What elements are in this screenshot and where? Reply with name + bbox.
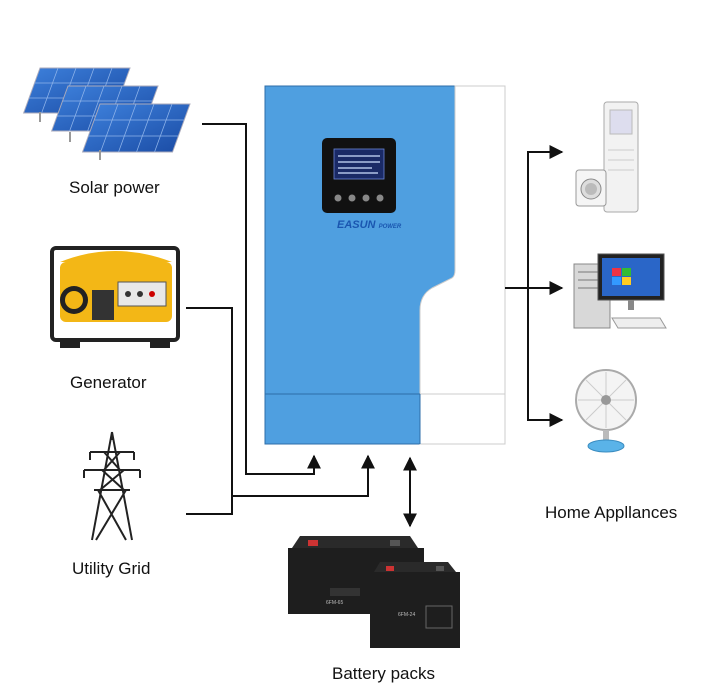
battery-model-label-b: 6FM-24 bbox=[398, 612, 416, 618]
inverter-button bbox=[376, 194, 384, 202]
utility-grid-label: Utility Grid bbox=[72, 559, 151, 578]
battery-packs-label: Battery packs bbox=[332, 664, 435, 683]
solar-power-label: Solar power bbox=[69, 178, 160, 197]
home-appliances-label: Home Appllances bbox=[545, 503, 678, 522]
inverter-unit bbox=[264, 85, 506, 445]
inverter-brand-logo: EASUN POWER bbox=[337, 219, 401, 231]
inverter-white-panel bbox=[419, 85, 506, 445]
inverter-button bbox=[362, 194, 370, 202]
grid-wire bbox=[186, 496, 233, 515]
air-conditioner-washer-icon bbox=[575, 101, 639, 213]
inverter-button bbox=[348, 194, 356, 202]
output-wire-fan bbox=[527, 288, 564, 427]
inverter-brand: EASUN bbox=[337, 219, 376, 231]
wiring bbox=[186, 123, 564, 528]
transmission-tower-icon bbox=[83, 431, 141, 541]
inverter-brand-sub: POWER bbox=[378, 224, 402, 230]
output-wire bbox=[505, 145, 564, 289]
desktop-computer-icon bbox=[573, 253, 667, 329]
generator-icon bbox=[50, 246, 180, 348]
solar-panels-icon bbox=[22, 67, 191, 160]
battery-pack-small bbox=[370, 562, 460, 648]
solar-wire bbox=[202, 123, 321, 475]
generator-label: Generator bbox=[70, 373, 147, 392]
inverter-button bbox=[334, 194, 342, 202]
battery-model-label-a: 6FM-65 bbox=[326, 600, 344, 606]
electric-fan-icon bbox=[575, 369, 637, 453]
